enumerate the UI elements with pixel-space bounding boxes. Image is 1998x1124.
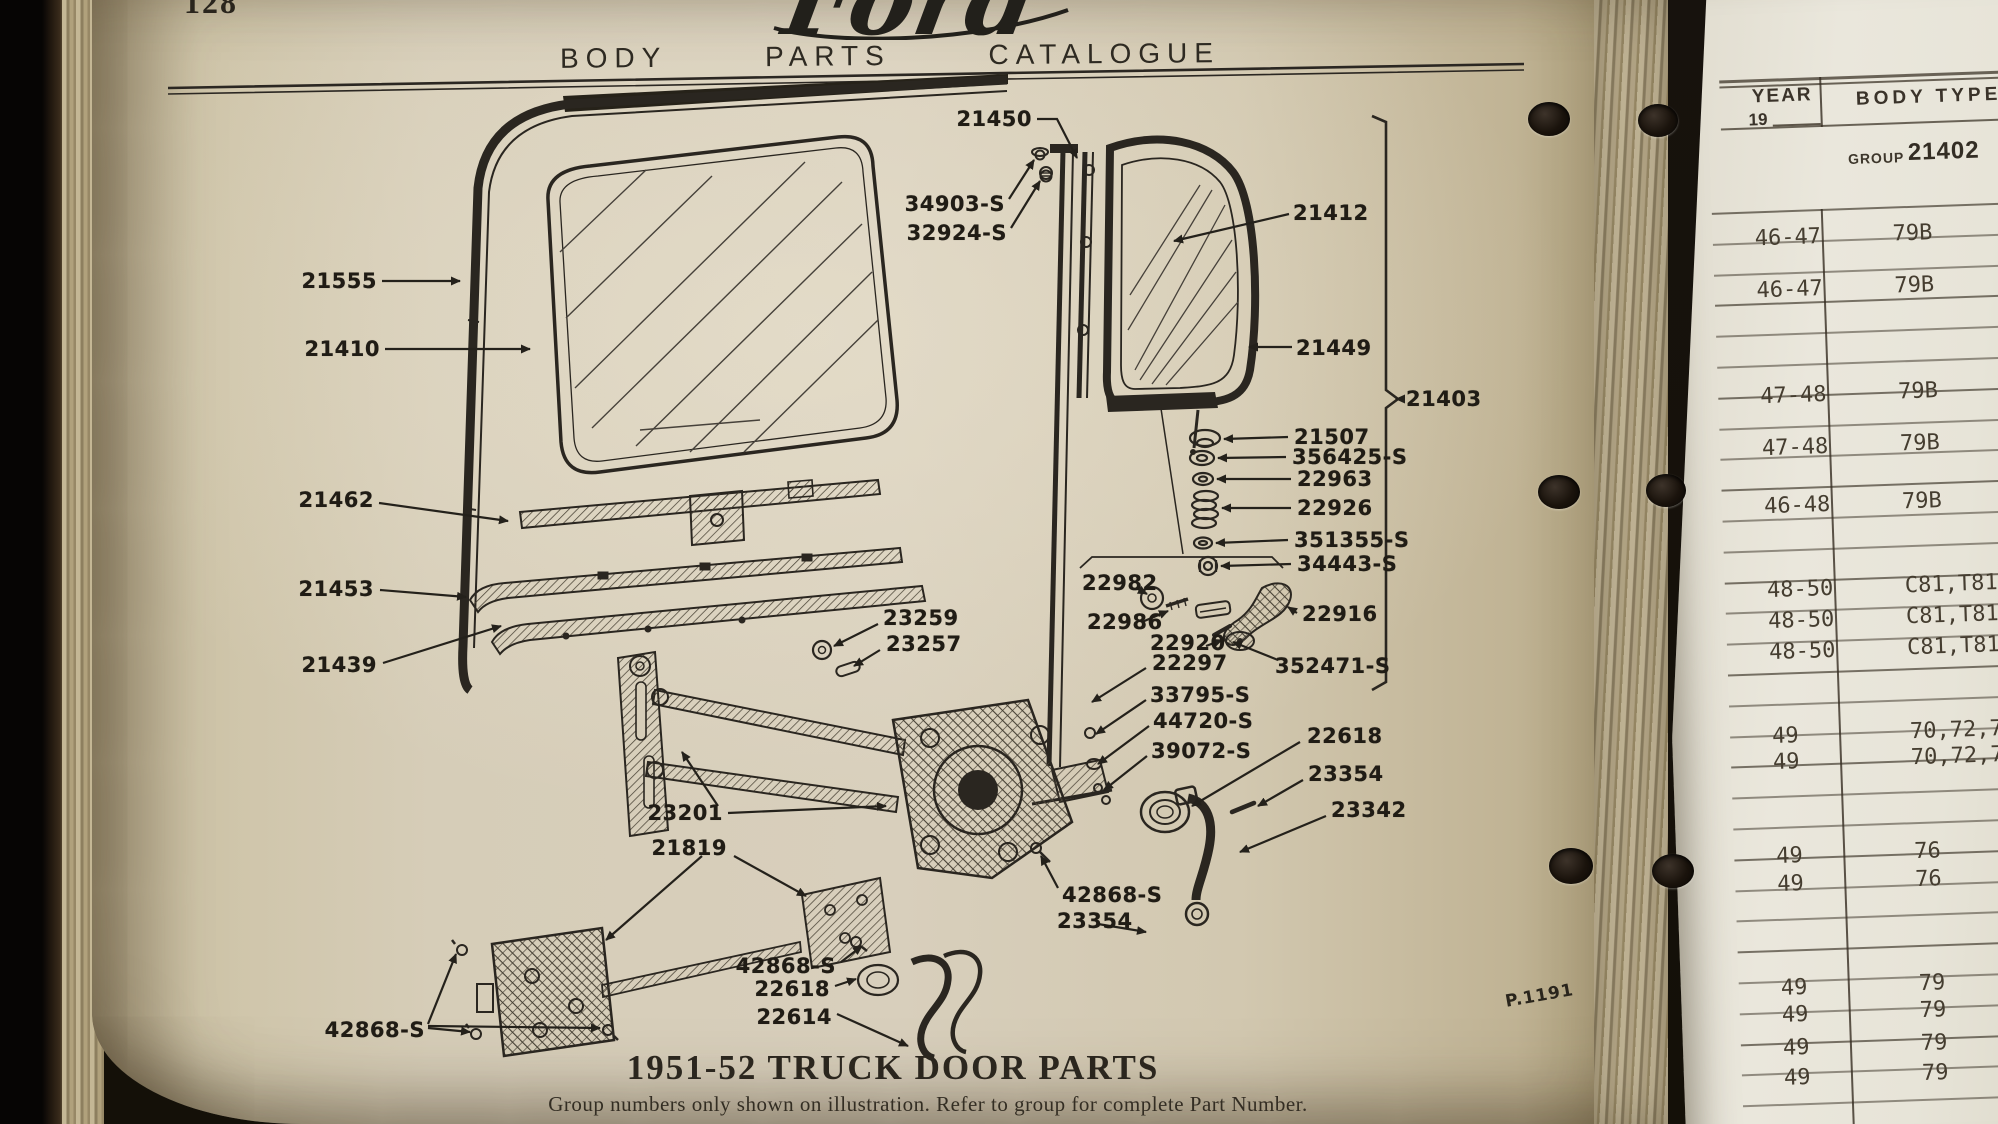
page-number: 128 — [184, 0, 238, 20]
pivot-hardware-stack — [1188, 428, 1222, 577]
right-page-edge-curl — [1594, 0, 1668, 1124]
ford-logo: Ford — [768, 0, 1078, 40]
leader-lines — [378, 117, 1405, 1048]
window-regulator — [616, 650, 1074, 880]
window-run-channel — [458, 74, 1008, 694]
punch-hole — [1528, 102, 1570, 136]
division-bar — [1031, 144, 1113, 806]
division-bar-screws — [1031, 147, 1053, 180]
retainer-spring-parts — [850, 936, 983, 1062]
washer-clip-parts — [811, 639, 861, 678]
book-spine — [0, 0, 64, 1124]
glass-lower-channel — [518, 478, 882, 547]
vent-window — [1076, 135, 1260, 555]
punch-hole — [1652, 854, 1694, 888]
assembly-bracket-21403 — [1371, 114, 1401, 692]
page-subtitle: Group numbers only shown on illustration… — [548, 1092, 1308, 1116]
vent-latch-cluster — [1079, 556, 1292, 651]
catalogue-left-page — [92, 0, 1640, 1124]
ford-logo-text: Ford — [773, 0, 1046, 40]
page-title: 1951-52 TRUCK DOOR PARTS — [626, 1048, 1160, 1087]
door-lock-assembly — [451, 876, 892, 1058]
punch-hole — [1638, 104, 1678, 137]
crank-handle-group — [1139, 785, 1257, 927]
door-lower-channels — [468, 546, 927, 656]
punch-hole — [1646, 474, 1686, 507]
punch-hole — [1549, 848, 1593, 884]
punch-hole — [1538, 475, 1580, 509]
door-glass — [546, 134, 899, 475]
